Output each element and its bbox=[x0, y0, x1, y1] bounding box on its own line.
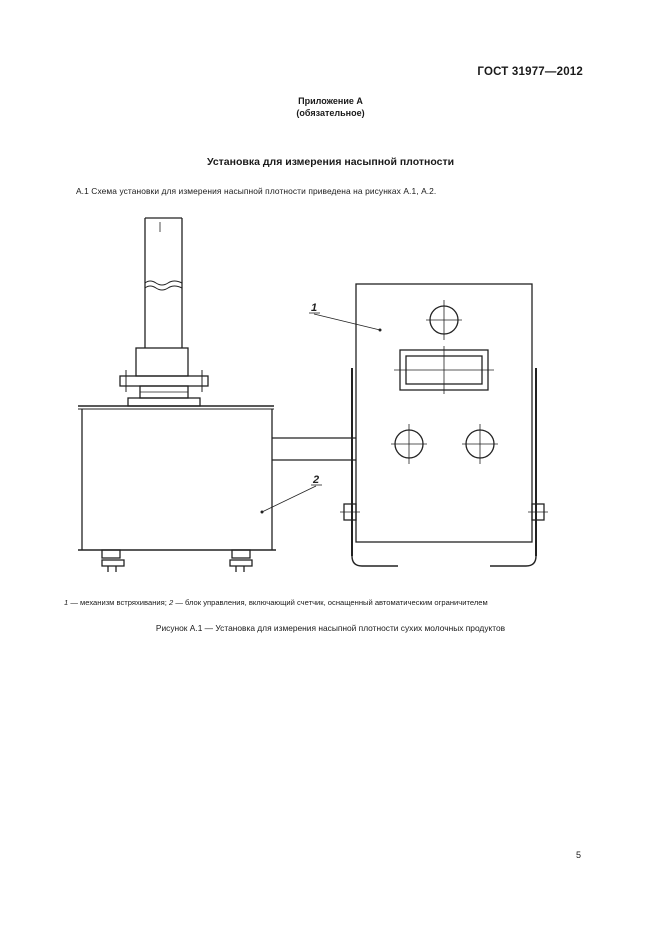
legend-number-2: 2 bbox=[168, 598, 174, 607]
figure-legend: 1 — механизм встряхивания; 2 — блок упра… bbox=[64, 598, 488, 607]
legend-number-1: 1 bbox=[64, 598, 69, 607]
section-title: Установка для измерения насыпной плотнос… bbox=[206, 156, 455, 168]
appendix-subtitle: (обязательное) bbox=[296, 108, 365, 118]
page-number: 5 bbox=[576, 850, 582, 860]
callout-2: 2 bbox=[312, 474, 319, 486]
standard-code: ГОСТ 31977—2012 bbox=[477, 66, 583, 78]
control-unit bbox=[340, 283, 548, 567]
leader-line-1 bbox=[313, 313, 381, 331]
shaking-mechanism bbox=[78, 217, 276, 572]
appendix-title: Приложение А bbox=[298, 96, 363, 106]
connecting-arm bbox=[272, 437, 356, 461]
legend-text-1: — механизм встряхивания; bbox=[68, 598, 169, 607]
figure-a1-drawing: 1 2 bbox=[78, 217, 548, 572]
leader-line-2 bbox=[261, 485, 317, 513]
figure-caption: Рисунок А.1 — Установка для измерения на… bbox=[155, 623, 506, 633]
legend-text-2: — блок управления, включающий счетчик, о… bbox=[173, 598, 488, 607]
callout-1: 1 bbox=[311, 302, 317, 314]
paragraph-a1: А.1 Схема установки для измерения насыпн… bbox=[76, 186, 437, 196]
appendix-heading: Приложение А (обязательное) bbox=[0, 95, 661, 119]
